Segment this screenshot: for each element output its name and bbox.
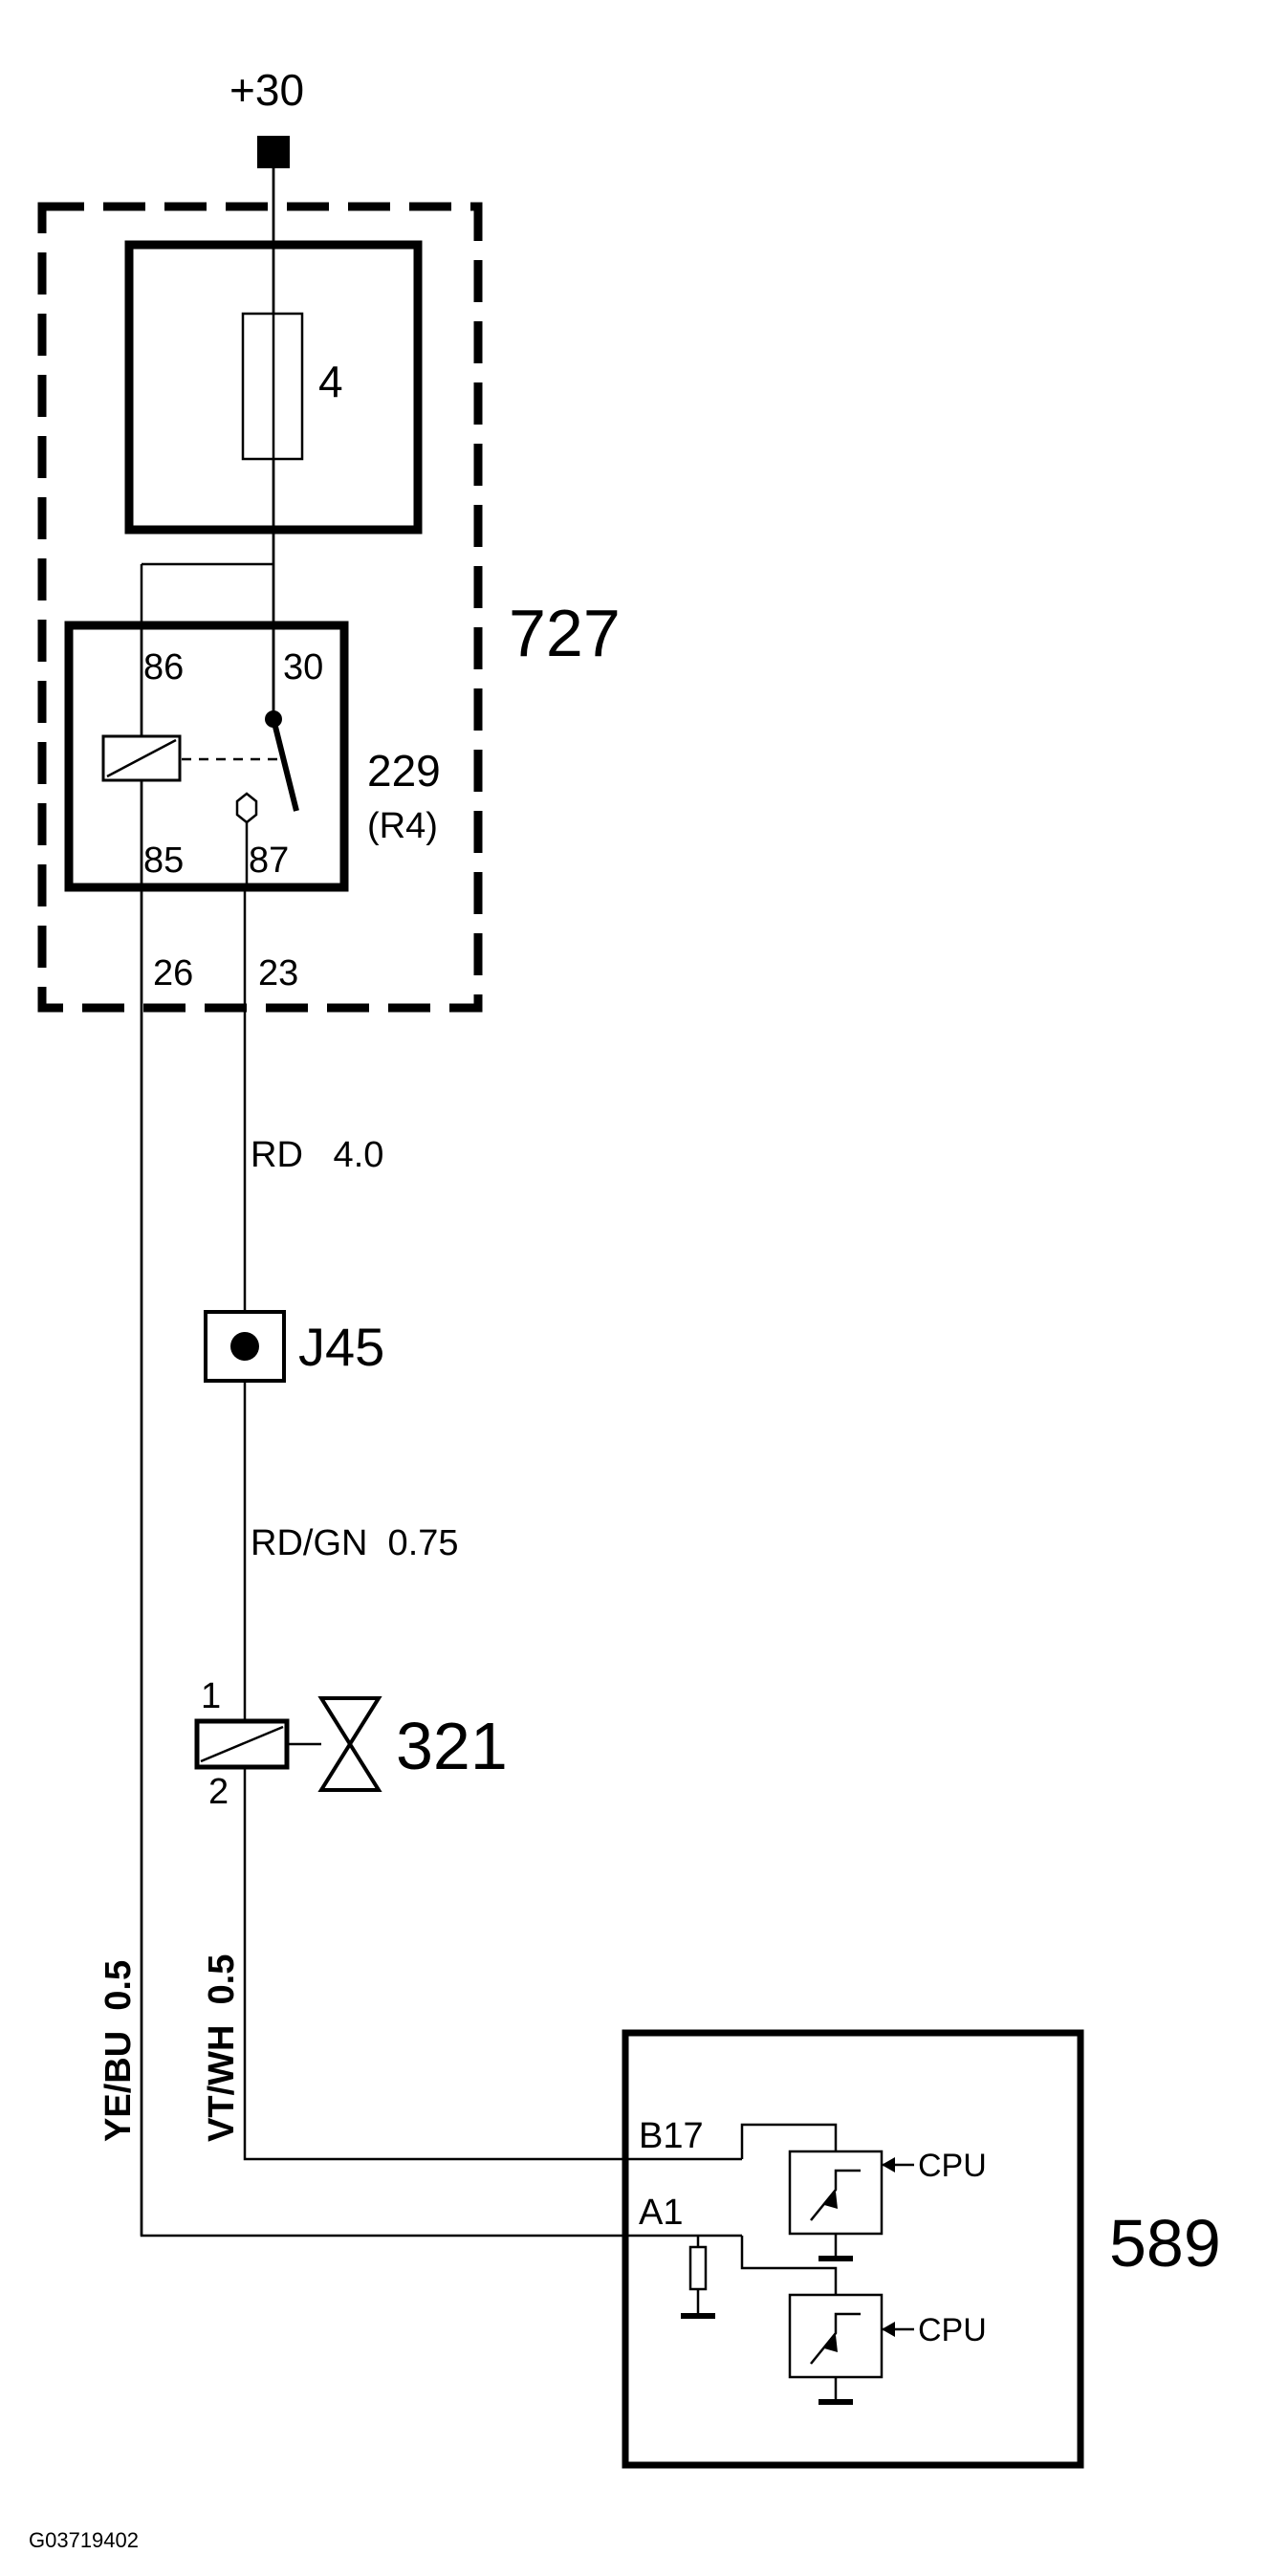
relay-box-outline bbox=[37, 202, 483, 1013]
a1-cpu-arrow bbox=[882, 2322, 895, 2337]
junction-dot bbox=[230, 1332, 259, 1361]
relay-pin-87: 87 bbox=[249, 840, 289, 881]
box-pin-26: 26 bbox=[153, 953, 193, 993]
b17-driver-symbol bbox=[810, 2169, 861, 2221]
valve-label: 321 bbox=[396, 1709, 508, 1783]
relay-label: 229 bbox=[367, 746, 441, 796]
relay-body bbox=[64, 621, 349, 892]
a1-driver-arrow bbox=[824, 2335, 838, 2352]
relay-coil-slash bbox=[106, 738, 177, 778]
b17-cpu-arrow bbox=[882, 2157, 895, 2172]
valve-icon bbox=[317, 1696, 382, 1792]
ecu-cpu-bottom: CPU bbox=[918, 2312, 987, 2348]
vt-wh-wire-label: VT/WH 0.5 bbox=[202, 1954, 242, 2142]
box-pin-23: 23 bbox=[258, 953, 298, 993]
relay-switch-arm bbox=[271, 718, 299, 812]
ecu-cpu-top: CPU bbox=[918, 2148, 987, 2184]
rd-gn-wire-label: RD/GN 0.75 bbox=[251, 1523, 459, 1563]
ecu-label: 589 bbox=[1109, 2206, 1221, 2281]
junction-label: J45 bbox=[298, 1317, 384, 1377]
rd-wire-label: RD 4.0 bbox=[251, 1135, 383, 1175]
vt-wh-wire bbox=[243, 1767, 742, 2161]
b17-driver-lead bbox=[740, 2123, 838, 2159]
relay-pin-86: 86 bbox=[143, 647, 184, 688]
supply-terminal bbox=[257, 136, 290, 168]
a1-driver-symbol bbox=[810, 2312, 861, 2365]
ecu-pin-a1: A1 bbox=[639, 2193, 683, 2233]
figure-id: G03719402 bbox=[29, 2528, 139, 2552]
a1-driver-lead bbox=[740, 2236, 838, 2295]
relay-pin-85: 85 bbox=[143, 840, 184, 881]
ye-bu-wire-run bbox=[140, 1008, 742, 2238]
supply-label: +30 bbox=[229, 65, 304, 115]
fuse-label: 4 bbox=[318, 357, 343, 406]
ye-bu-wire-label: YE/BU 0.5 bbox=[98, 1960, 139, 2142]
relay-sublabel: (R4) bbox=[367, 806, 438, 846]
valve-pin-1: 1 bbox=[201, 1676, 221, 1716]
valve-solenoid-slash bbox=[200, 1725, 284, 1763]
relay-pin-30: 30 bbox=[283, 647, 323, 688]
relay-87-contact bbox=[235, 792, 258, 824]
ecu-pin-b17: B17 bbox=[639, 2116, 704, 2156]
relay-box-label: 727 bbox=[509, 596, 621, 670]
a1-resistor bbox=[688, 2245, 708, 2291]
valve-pin-2: 2 bbox=[208, 1772, 229, 1812]
b17-driver-arrow bbox=[824, 2192, 838, 2209]
